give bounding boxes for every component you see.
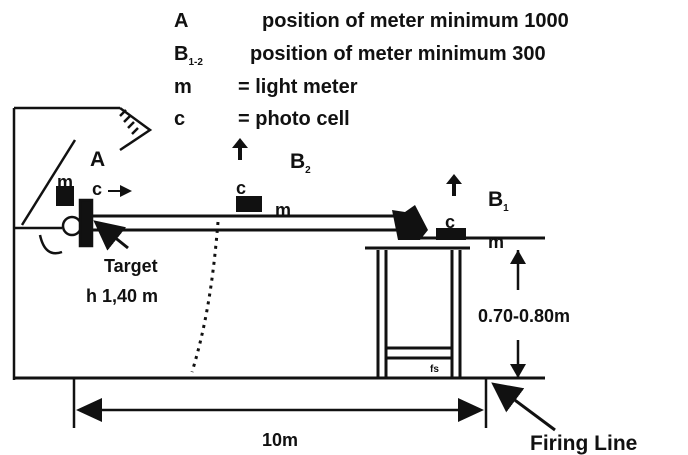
wall <box>12 106 120 380</box>
meter-at-a: m A c <box>56 148 132 206</box>
legend-text-c: = photo cell <box>238 108 350 130</box>
label-a: A <box>90 148 105 171</box>
range-rail <box>92 214 545 240</box>
dotted-line <box>190 221 220 373</box>
legend-text-m: = light meter <box>238 76 358 98</box>
legend: A position of meter minimum 1000 B1-2 po… <box>174 10 569 130</box>
legend-key-m: m <box>174 76 192 98</box>
label-m-at-b2: m <box>275 200 291 220</box>
target-label-group: Target h 1,40 m <box>86 220 158 306</box>
legend-key-a: A <box>174 10 188 32</box>
firing-line-pointer <box>491 382 556 432</box>
legend-key-c: c <box>174 108 185 130</box>
label-c-at-b1: c <box>445 212 455 232</box>
label-bench-height: 0.70-0.80m <box>478 306 570 326</box>
legend-text-b: position of meter minimum 300 <box>250 43 546 65</box>
label-firing-line: Firing Line <box>530 432 637 455</box>
label-m-at-b1: m <box>488 232 504 252</box>
label-c-at-a: c <box>92 179 102 199</box>
bench-height-dimension: 0.70-0.80m <box>478 250 570 378</box>
legend-key-b: B1-2 <box>174 43 203 68</box>
label-distance: 10m <box>262 430 298 450</box>
bench: fs <box>365 246 470 378</box>
distance-dimension <box>72 378 488 428</box>
label-m-at-a: m <box>57 172 73 192</box>
meter-at-b1: c m B1 <box>392 174 509 252</box>
label-height: h 1,40 m <box>86 286 158 306</box>
target-assembly <box>14 139 94 255</box>
label-fs: fs <box>430 364 439 375</box>
label-target: Target <box>104 256 158 276</box>
lamp-icon <box>119 106 153 152</box>
label-b1: B1 <box>488 188 509 214</box>
meter-at-b2: c m B2 <box>232 138 311 220</box>
label-b2: B2 <box>290 150 311 176</box>
label-c-at-b2: c <box>236 178 246 198</box>
legend-text-a: position of meter minimum 1000 <box>262 10 569 32</box>
